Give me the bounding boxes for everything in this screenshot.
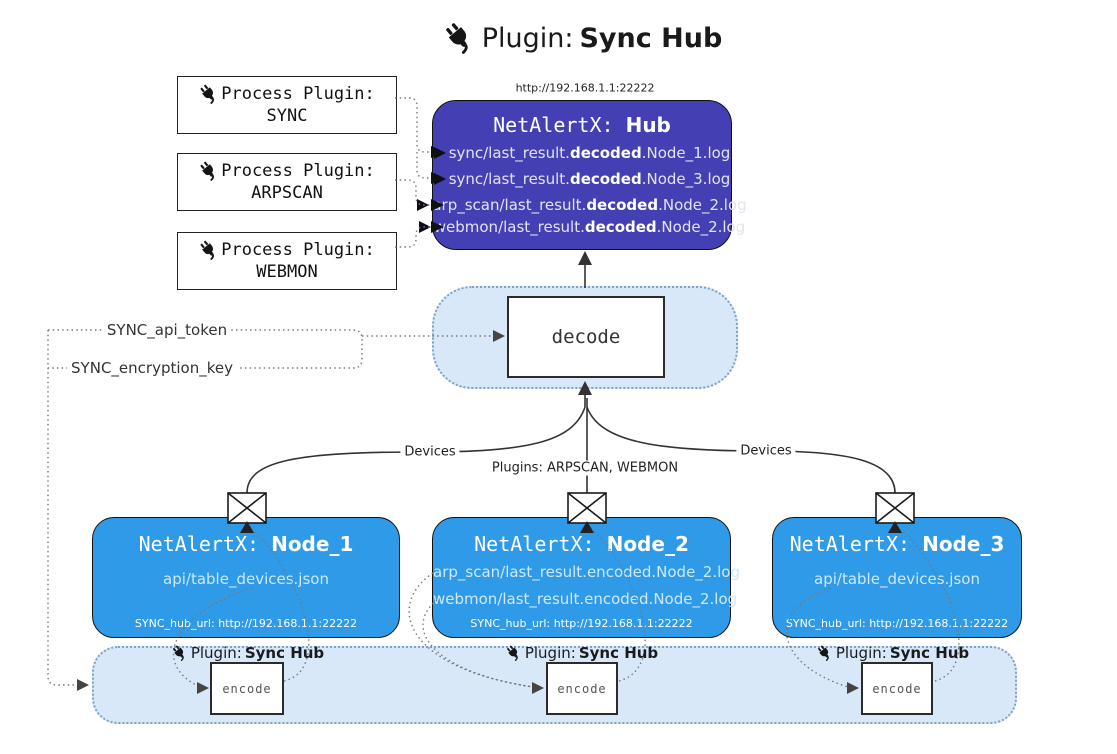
encode-box-3: encode: [861, 662, 933, 715]
arrow-right-icon: [433, 147, 446, 159]
node-name: Node_2: [606, 532, 689, 556]
plug-icon: [817, 645, 833, 661]
node-3-file: api/table_devices.json: [814, 570, 980, 588]
hub-log-text: .Node_3.log: [641, 170, 731, 188]
page-title: Plugin: Sync Hub: [444, 22, 723, 54]
hub-log-text: webmon/last_result.: [433, 218, 585, 236]
node-1-title: NetAlertX: Node_1: [93, 532, 399, 556]
node-name: Node_3: [922, 532, 1005, 556]
hub-log-em: decoded: [584, 218, 657, 236]
node-2-file: webmon/last_result.encoded.Node_2.log: [433, 590, 738, 608]
plug-icon: [199, 240, 219, 260]
node-name-prefix: NetAlertX:: [138, 532, 272, 556]
encoder-plugin-prefix: Plugin:: [190, 644, 242, 662]
process-plugin-label: Process Plugin:: [221, 161, 375, 181]
hub-log-line: webmon/last_result.decoded.Node_2.log: [418, 217, 745, 237]
node-name-prefix: NetAlertX:: [474, 532, 607, 556]
arrow-right-icon: [433, 173, 446, 185]
node-2-title: NetAlertX: Node_2: [433, 532, 730, 556]
plugins-edge-label: Plugins: ARPSCAN, WEBMON: [487, 460, 683, 476]
node-2-file: arp_scan/last_result.encoded.Node_2.log: [433, 563, 740, 581]
edge-sync-to-hub-branch: [416, 152, 430, 179]
hub-log-text: sync/last_result.: [448, 170, 570, 188]
arrowhead-config-to-group: [77, 679, 89, 691]
process-plugin-webmon-box: Process Plugin: WEBMON: [177, 232, 397, 290]
process-plugin-name: WEBMON: [256, 262, 318, 282]
hub-url-label: http://192.168.1.1:22222: [511, 81, 659, 95]
arrow-right-icon: [417, 199, 430, 211]
hub-name: Hub: [625, 113, 671, 137]
hub-log-line: sync/last_result.decoded.Node_1.log: [433, 143, 731, 163]
plug-icon: [444, 22, 476, 54]
hub-title: NetAlertX: Hub: [433, 113, 731, 137]
node-1-hub-url: SYNC_hub_url: http://192.168.1.1:22222: [134, 617, 358, 630]
node-1-box: NetAlertX: Node_1 api/table_devices.json…: [92, 517, 400, 638]
encoder-plugin-prefix: Plugin:: [835, 644, 887, 662]
arrowhead-to-hub: [578, 251, 592, 265]
hub-log-line: sync/last_result.decoded.Node_3.log: [433, 169, 731, 189]
devices-right-label: Devices: [736, 443, 796, 459]
encoder-plugin-name: Sync Hub: [244, 644, 325, 662]
process-plugin-sync-box: Process Plugin: SYNC: [177, 76, 397, 134]
plug-icon: [506, 645, 522, 661]
plug-icon: [199, 84, 219, 104]
process-plugin-label: Process Plugin:: [221, 84, 375, 104]
process-plugin-arpscan-box: Process Plugin: ARPSCAN: [177, 153, 397, 211]
hub-log-text: .Node_2.log: [658, 196, 747, 214]
encode-box-2: encode: [546, 662, 618, 715]
hub-log-em: decoded: [569, 144, 642, 162]
process-plugin-label: Process Plugin:: [221, 240, 375, 260]
encoder-3-plugin-label: Plugin: Sync Hub: [817, 644, 969, 662]
hub-log-line: arp_scan/last_result.decoded.Node_2.log: [417, 195, 747, 215]
sync-api-token-label: SYNC_api_token: [102, 321, 232, 339]
encode-box-1: encode: [210, 662, 284, 715]
hub-log-text: arp_scan/last_result.: [432, 196, 587, 214]
encoder-plugin-prefix: Plugin:: [524, 644, 576, 662]
sync-encryption-key-label: SYNC_encryption_key: [67, 359, 237, 377]
encoder-plugin-name: Sync Hub: [889, 644, 970, 662]
edge-sync-to-hub: [395, 97, 430, 153]
node-3-box: NetAlertX: Node_3 api/table_devices.json…: [772, 517, 1022, 638]
devices-left-label: Devices: [400, 444, 460, 460]
hub-log-em: decoded: [586, 196, 659, 214]
hub-log-text: .Node_1.log: [641, 144, 731, 162]
encoder-1-plugin-label: Plugin: Sync Hub: [172, 644, 324, 662]
page-title-prefix: Plugin:: [481, 22, 574, 54]
decode-box: decode: [507, 296, 665, 378]
page-title-name: Sync Hub: [579, 22, 723, 54]
hub-name-prefix: NetAlertX:: [493, 113, 626, 137]
node-3-title: NetAlertX: Node_3: [773, 532, 1021, 556]
arrow-right-icon: [418, 221, 431, 233]
node-2-box: NetAlertX: Node_2 arp_scan/last_result.e…: [432, 517, 740, 638]
node-name-prefix: NetAlertX:: [789, 532, 923, 556]
process-plugin-name: ARPSCAN: [251, 183, 323, 203]
edge-config-to-encoders: [47, 330, 77, 686]
hub-log-text: sync/last_result.: [448, 144, 570, 162]
encoder-plugin-name: Sync Hub: [578, 644, 659, 662]
node-name: Node_1: [271, 532, 354, 556]
node-2-hub-url: SYNC_hub_url: http://192.168.1.1:22222: [470, 617, 693, 630]
encoder-2-plugin-label: Plugin: Sync Hub: [506, 644, 658, 662]
process-plugin-name: SYNC: [266, 106, 308, 126]
node-1-file: api/table_devices.json: [163, 570, 329, 588]
node-3-hub-url: SYNC_hub_url: http://192.168.1.1:22222: [785, 617, 1009, 630]
hub-box: NetAlertX: Hub sync/last_result.decoded.…: [417, 100, 747, 250]
hub-log-em: decoded: [569, 170, 642, 188]
hub-log-text: .Node_2.log: [656, 218, 746, 236]
plug-icon: [172, 645, 188, 661]
plug-icon: [199, 161, 219, 181]
